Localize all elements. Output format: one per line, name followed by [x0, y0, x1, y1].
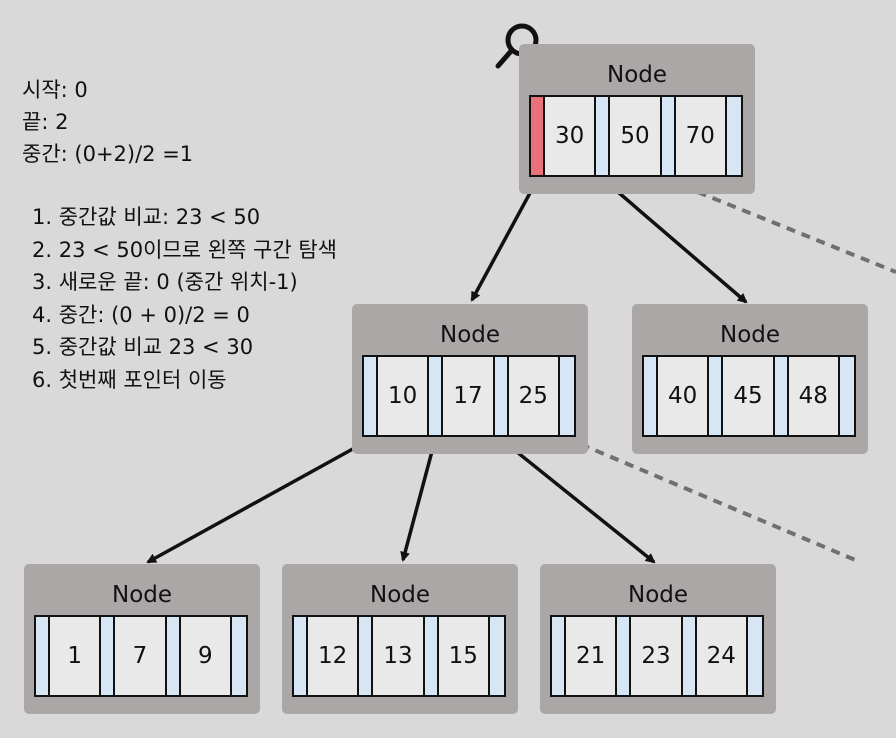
child-pointer [359, 617, 374, 695]
edge-mid-left-to-leaf-1 [146, 438, 370, 564]
key-cell: 70 [676, 97, 727, 175]
key-cell: 45 [723, 357, 775, 435]
key-cell: 15 [439, 617, 490, 695]
child-pointer [596, 97, 611, 175]
edge-mid-left-to-leaf-2 [400, 439, 437, 562]
key-row: 10 17 25 [362, 355, 576, 437]
step-item: 4. 중간: (0 + 0)/2 = 0 [32, 302, 250, 327]
key-cell: 9 [181, 617, 232, 695]
key-row: 21 23 24 [550, 615, 764, 697]
leaf-node-3: Node 21 23 24 [540, 564, 776, 714]
child-pointer [747, 617, 762, 695]
step-item: 3. 새로운 끝: 0 (중간 위치-1) [32, 270, 298, 294]
node-title: Node [627, 582, 689, 608]
root-node: Node 30 50 70 [519, 44, 755, 194]
child-pointer [726, 97, 741, 175]
child-pointer [364, 357, 378, 435]
child-pointer [552, 617, 566, 695]
key-row: 12 13 15 [292, 615, 506, 697]
key-cell: 13 [373, 617, 425, 695]
node-title: Node [369, 582, 431, 608]
key-cell: 48 [789, 357, 840, 435]
step-item: 6. 첫번째 포인터 이동 [32, 367, 227, 392]
child-pointer [36, 617, 50, 695]
child-pointer-active [531, 97, 545, 175]
node-title: Node [606, 62, 668, 88]
child-pointer [494, 357, 509, 435]
child-pointer [489, 617, 504, 695]
child-pointer [709, 357, 724, 435]
key-cell: 24 [697, 617, 748, 695]
child-pointer [682, 617, 697, 695]
leaf-node-1: Node 1 7 9 [24, 564, 260, 714]
child-pointer [644, 357, 658, 435]
child-pointer [661, 97, 676, 175]
child-pointer [839, 357, 854, 435]
info-middle: 중간: (0+2)/2 =1 [22, 142, 194, 166]
step-item: 5. 중간값 비교 23 < 30 [32, 335, 254, 359]
key-cell: 17 [443, 357, 495, 435]
mid-left-node: Node 10 17 25 [352, 304, 588, 454]
node-title: Node [719, 322, 781, 348]
key-row: 30 50 70 [529, 95, 743, 177]
child-pointer [429, 357, 444, 435]
key-cell: 12 [308, 617, 360, 695]
mid-right-node: Node 40 45 48 [632, 304, 868, 454]
child-pointer [231, 617, 246, 695]
key-cell: 23 [631, 617, 683, 695]
dashed-edge-mid-left [565, 436, 861, 564]
key-cell: 7 [115, 617, 167, 695]
leaf-node-2: Node 12 13 15 [282, 564, 518, 714]
key-cell: 10 [378, 357, 430, 435]
step-item: 1. 중간값 비교: 23 < 50 [32, 205, 261, 229]
child-pointer [294, 617, 308, 695]
edge-root-to-mid-left [470, 179, 539, 302]
key-cell: 1 [50, 617, 102, 695]
key-row: 40 45 48 [642, 355, 856, 437]
step-list: 1. 중간값 비교: 23 < 50 2. 23 < 50이므로 왼쪽 구간 탐… [32, 201, 337, 396]
child-pointer [101, 617, 116, 695]
node-title: Node [439, 322, 501, 348]
child-pointer [774, 357, 789, 435]
edge-root-to-mid-right [602, 178, 748, 304]
key-row: 1 7 9 [34, 615, 248, 697]
key-cell: 21 [566, 617, 618, 695]
key-cell: 40 [658, 357, 710, 435]
key-cell: 25 [509, 357, 560, 435]
info-start: 시작: 0 [22, 78, 88, 102]
child-pointer [424, 617, 439, 695]
key-cell: 50 [610, 97, 662, 175]
node-title: Node [111, 582, 173, 608]
step-item: 2. 23 < 50이므로 왼쪽 구간 탐색 [32, 237, 338, 262]
child-pointer [617, 617, 632, 695]
child-pointer [559, 357, 574, 435]
info-end: 끝: 2 [22, 110, 69, 134]
edge-mid-left-to-leaf-3 [500, 438, 656, 564]
search-state: 시작: 0 끝: 2 중간: (0+2)/2 =1 [22, 74, 193, 170]
key-cell: 30 [545, 97, 597, 175]
child-pointer [166, 617, 181, 695]
